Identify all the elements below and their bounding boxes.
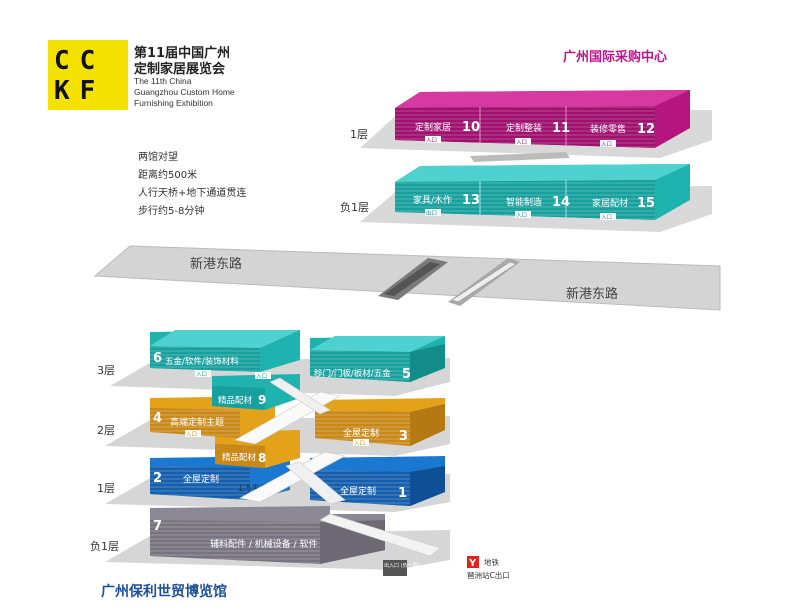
hall-number: 8 <box>258 451 266 465</box>
floor-label-b1-top: 负1层 <box>340 201 369 214</box>
floor-label-b1: 负1层 <box>90 540 119 553</box>
block-pc-f1 <box>395 90 690 148</box>
info-line: 距离约500米 <box>138 170 198 181</box>
entry-tag-text: 入口 <box>601 214 612 221</box>
info-line: 人行天桥+地下通道贯连 <box>138 188 247 199</box>
escalator <box>269 377 331 415</box>
hall-label: 装修零售 <box>590 123 626 135</box>
logo-mark-top: CC <box>54 46 106 76</box>
road-label-right: 新港东路 <box>566 286 618 302</box>
exhibition-title-en3: Furnishing Exhibition <box>134 98 213 108</box>
hall-number: 10 <box>462 120 480 135</box>
logo-mark-bottom: KF <box>54 76 106 106</box>
road-label-left: 新港东路 <box>190 256 242 272</box>
hall-number: 11 <box>552 121 570 136</box>
hall-label: 移门/门板/板材/五金 <box>314 368 391 379</box>
block-pc-b1 <box>395 164 690 220</box>
entry-tag <box>425 136 441 143</box>
entry-tag <box>185 430 201 437</box>
hall-label: 高端定制主题 <box>170 416 224 428</box>
entry-tag-text: 入口 <box>354 440 365 447</box>
floor-label-f3: 3层 <box>97 364 115 377</box>
procurement-center-name: 广州国际采购中心 <box>563 50 668 65</box>
entry-tag-text: 入口 <box>516 212 527 219</box>
hall-label: 精品配材 <box>222 452 257 463</box>
hall-number: 6 <box>153 351 162 366</box>
entry-tag <box>515 138 531 145</box>
hall-number: 15 <box>637 196 655 211</box>
hall-label: 全屋定制 <box>340 485 376 497</box>
exhibition-title-line1: 第11届中国广州 <box>134 46 231 61</box>
metro-label-2: 琶洲站C出口 <box>467 570 510 580</box>
entry-tag <box>515 211 531 218</box>
hall-number: 13 <box>462 193 480 208</box>
hall-label: 智能制造 <box>506 196 542 208</box>
hall-label: 定制家居 <box>415 121 451 133</box>
hall-label: 精品配材 <box>218 395 253 406</box>
exit-label: 出入口 (负一层) <box>384 562 420 569</box>
entry-tag <box>195 370 211 377</box>
hall-number: 7 <box>153 519 162 534</box>
block-7 <box>150 506 385 564</box>
hall-label: 定制整装 <box>506 122 542 134</box>
entry-tag-text: 入口 <box>256 373 267 380</box>
hall-label: 辅料配件 / 机械设备 / 软件 <box>210 538 318 550</box>
block-3 <box>315 398 445 446</box>
info-line: 两馆对望 <box>138 152 178 163</box>
entry-tag <box>600 140 616 147</box>
exhibition-title-line2: 定制家居展览会 <box>134 62 226 77</box>
entry-tag <box>255 372 271 379</box>
hall-number: 2 <box>153 471 162 486</box>
exhibition-title-en1: The 11th China <box>134 76 192 86</box>
poly-venue-name: 广州保利世贸博览馆 <box>101 584 227 600</box>
hall-number: 5 <box>402 367 411 382</box>
floor-label-f2: 2层 <box>97 424 115 437</box>
entry-tag-text: 入口 <box>516 139 527 146</box>
hall-number: 1 <box>398 486 407 501</box>
hall-number: 14 <box>552 195 570 210</box>
cckf-logo: CC KF <box>48 40 128 110</box>
entry-tag-text: 入口 <box>186 431 197 438</box>
entry-tag-text: 出口 <box>426 209 437 217</box>
entry-tag-text: 入口 <box>601 141 612 148</box>
hall-number: 9 <box>258 393 266 407</box>
entry-tag-text: 入口 <box>196 371 207 378</box>
mezzanine-label: 1.5夹层 <box>238 483 269 494</box>
hall-label: 全屋定制 <box>343 427 379 439</box>
metro-label-1: 地铁 <box>484 557 499 567</box>
escalator-pc <box>470 152 570 162</box>
entry-tag-text: 入口 <box>426 137 437 144</box>
escalator <box>319 513 441 557</box>
floor-label-f1-top: 1层 <box>350 128 368 141</box>
hall-number: 3 <box>399 429 408 444</box>
floor-label-f1: 1层 <box>97 482 115 495</box>
metro-icon <box>467 556 479 568</box>
block-6 <box>150 330 300 372</box>
entry-tag <box>353 439 369 446</box>
escalator <box>285 461 346 505</box>
entry-tag <box>600 213 616 220</box>
hall-label: 家居配材 <box>592 197 628 209</box>
svg-text:Y: Y <box>468 558 477 569</box>
hall-number: 12 <box>637 122 655 137</box>
block-5 <box>310 336 445 382</box>
info-line: 步行约5-8分钟 <box>138 206 205 217</box>
hall-label: 全屋定制 <box>183 473 219 485</box>
hall-label: 家具/木作 <box>413 194 452 206</box>
hall-number: 4 <box>153 411 162 426</box>
hall-label: 五金/软件/装饰材料 <box>165 356 239 367</box>
exhibition-title-en2: Guangzhou Custom Home <box>134 87 235 97</box>
entry-tag <box>425 209 441 216</box>
exit-box <box>383 560 407 576</box>
